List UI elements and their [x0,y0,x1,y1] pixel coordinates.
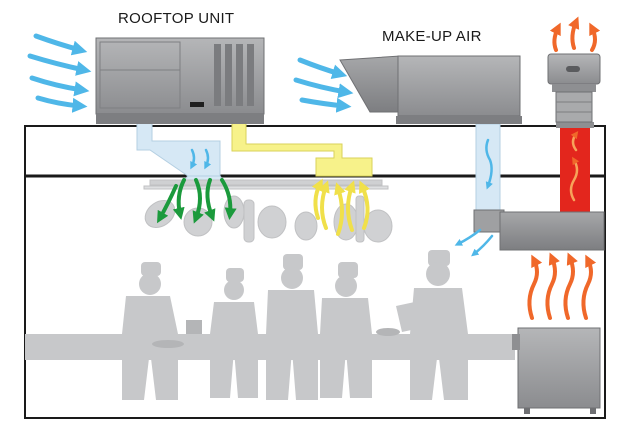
return-duct [231,121,373,177]
rooftop-unit-label: ROOFTOP UNIT [118,10,235,27]
chef-silhouettes [122,250,468,400]
kitchen-hood [473,209,605,251]
outdoor-air-intake-arrows [27,33,354,113]
supply-duct-arrows [190,138,494,257]
cooking-appliance [512,327,601,414]
cool-air-arrows [157,178,237,224]
warm-air-arrows [311,178,370,236]
exhaust-fan-arrows [549,16,601,52]
make-up-air-unit [339,55,522,124]
make-up-air-label: MAKE-UP AIR [382,28,482,45]
exhaust-duct-arrows [569,130,580,202]
heat-rising-arrows [527,252,597,320]
rooftop-unit [95,37,265,124]
make-up-air-duct [475,123,501,217]
building-outline [24,125,606,419]
exhaust-fan [547,53,601,123]
